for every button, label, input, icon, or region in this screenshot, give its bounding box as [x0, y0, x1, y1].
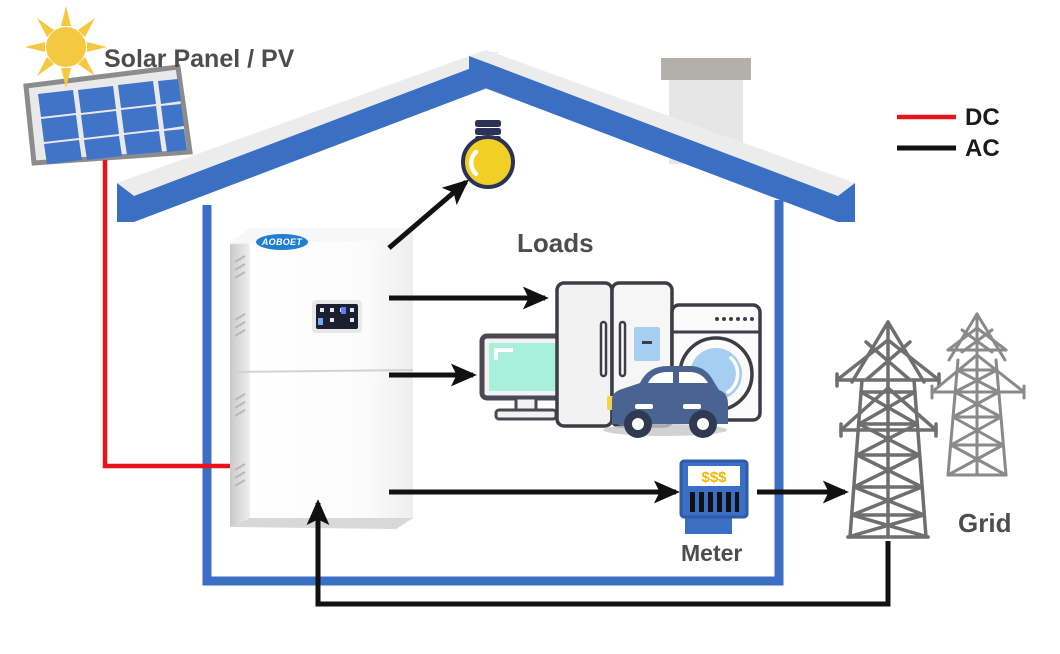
car-door-handle-front	[635, 404, 653, 409]
power-tower-far[interactable]	[930, 312, 1026, 477]
meter-display-text: $$$	[701, 469, 727, 486]
inverter-brand-logo: AOBOET	[256, 234, 308, 250]
roof-plank-blue-left	[117, 56, 503, 222]
display-screen	[316, 304, 358, 329]
bulb-cap-2	[475, 128, 501, 135]
inverter-vents	[234, 255, 246, 487]
car-hub-front	[632, 418, 644, 430]
electric-car[interactable]	[603, 366, 728, 438]
meter-bars	[690, 492, 739, 512]
car-window-front	[648, 372, 673, 383]
inverter-display[interactable]	[312, 300, 362, 333]
legend-label-ac: AC	[965, 135, 1000, 162]
bulb-cap-1	[475, 120, 501, 127]
sun-icon	[25, 6, 107, 88]
monitor[interactable]	[479, 333, 573, 421]
car-door-handle-rear	[683, 404, 701, 409]
house-outline	[202, 200, 784, 586]
meter-label: Meter	[681, 540, 743, 566]
legend-label-dc: DC	[965, 104, 1000, 131]
inverter[interactable]	[230, 228, 414, 529]
solar-panel-label: Solar Panel / PV	[104, 45, 295, 73]
solar-panel-cells	[38, 79, 187, 164]
roof-plank-blue-right	[469, 56, 855, 222]
inverter-face	[250, 228, 413, 518]
monitor-base	[494, 408, 558, 421]
roof	[117, 50, 855, 222]
car-hub-rear	[697, 418, 709, 430]
display-led	[318, 318, 323, 325]
flow-ac-arrows	[306, 179, 891, 607]
grid-label: Grid	[958, 508, 1012, 538]
electric-meter[interactable]: $$$	[679, 459, 749, 534]
fridge-handle-left	[599, 320, 608, 378]
car-window-rear	[679, 372, 708, 383]
solar-panel[interactable]	[23, 64, 193, 166]
bulb-highlight	[468, 149, 479, 177]
fridge-panel-line	[642, 341, 652, 344]
monitor-glare	[494, 348, 513, 360]
washer-panel-dots	[715, 317, 754, 321]
roof-plank-gray-right	[469, 50, 855, 196]
chimney-cap	[661, 58, 751, 80]
meter-display	[688, 466, 740, 486]
inverter-bottom	[230, 518, 413, 529]
inverter-seam	[231, 369, 414, 373]
house-wall-path	[202, 200, 784, 586]
fridge-handle-right	[618, 320, 627, 378]
display-led-2	[341, 307, 346, 314]
roof-plank-gray-left	[117, 50, 503, 196]
sun-rays	[25, 6, 107, 88]
light-bulb[interactable]	[461, 120, 515, 189]
flow-dc-pv-to-inverter	[102, 160, 264, 477]
inverter-side	[230, 228, 250, 527]
dc-line	[102, 160, 264, 477]
washer-door-glare	[726, 356, 740, 394]
ac-to-bulb	[387, 179, 469, 250]
loads-label: Loads	[517, 228, 594, 258]
ac-grid-return	[306, 499, 891, 607]
power-tower-near[interactable]	[835, 320, 941, 539]
legend	[897, 114, 956, 151]
sun-core	[46, 27, 86, 67]
